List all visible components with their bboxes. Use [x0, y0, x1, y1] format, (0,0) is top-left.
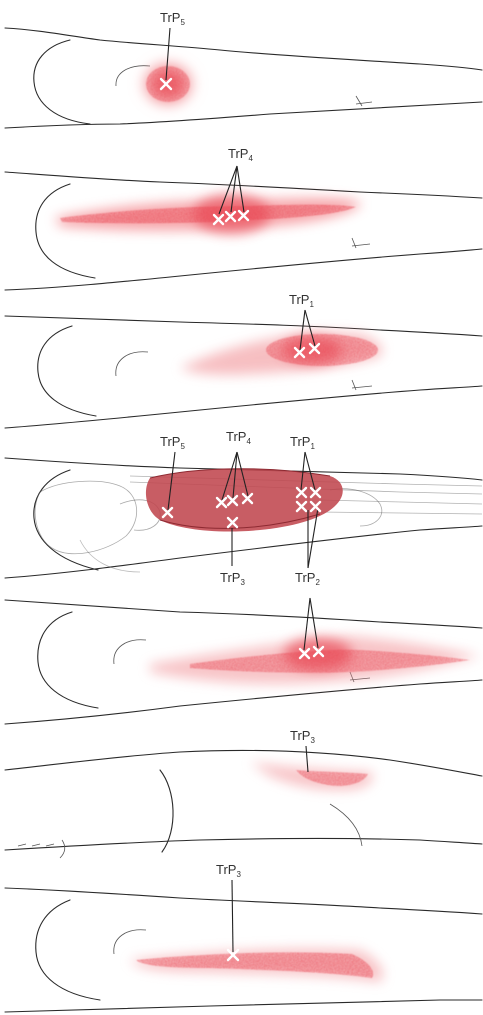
hip-outline [160, 770, 173, 852]
body-outline-lower [5, 102, 482, 128]
panel-7: TrP3 [5, 862, 482, 1012]
body-outline-upper [5, 172, 482, 198]
knee-crease [330, 804, 362, 846]
body-outline-lower [5, 526, 482, 578]
panel-3: TrP1 [5, 292, 482, 428]
panel-4: TrP5 TrP4 TrP1 TrP3 TrP2 [5, 429, 482, 587]
body-outline-upper [5, 316, 482, 336]
shoulder-crease [114, 930, 146, 954]
trp-label: TrP4 [226, 429, 251, 446]
trp-label: TrP5 [160, 10, 185, 27]
leader-line [306, 746, 308, 772]
arm-outline [36, 900, 100, 1000]
elbow-tick [356, 96, 372, 106]
shoulder-crease [116, 352, 148, 376]
arm-outline [36, 184, 95, 278]
referral-zone-core [146, 66, 190, 102]
trp-label: TrP1 [289, 292, 314, 309]
trp-label: TrP1 [290, 434, 315, 451]
body-outline-upper [5, 28, 482, 70]
panel-1: TrP5 [5, 10, 482, 128]
body-outline-lower [5, 249, 482, 290]
panel-6: TrP3 [5, 728, 482, 858]
elbow-tick [352, 238, 370, 248]
arm-outline [34, 470, 98, 570]
shoulder-crease [114, 640, 146, 664]
trp-label: TrP3 [220, 570, 245, 587]
panel-2: TrP4 [5, 146, 482, 290]
referral-zone-focus [284, 638, 352, 670]
body-outline-lower [5, 1000, 482, 1012]
body-outline-lower [5, 386, 482, 428]
body-outline-upper [5, 600, 482, 628]
body-outline-lower [5, 680, 482, 724]
body-outline-upper [5, 750, 482, 776]
leader-line [232, 880, 233, 952]
trp-label: TrP2 [295, 570, 320, 587]
trp-label: TrP3 [216, 862, 241, 879]
body-outline-upper [5, 888, 482, 914]
trp-label: TrP3 [290, 728, 315, 745]
arm-outline [34, 40, 90, 124]
panel-5 [5, 598, 482, 724]
trp-label: TrP4 [228, 146, 253, 163]
elbow-tick [352, 380, 372, 390]
arm-outline [38, 326, 96, 416]
trp-label: TrP5 [160, 434, 185, 451]
arm-outline [38, 612, 98, 708]
body-outline-lower [5, 839, 482, 851]
